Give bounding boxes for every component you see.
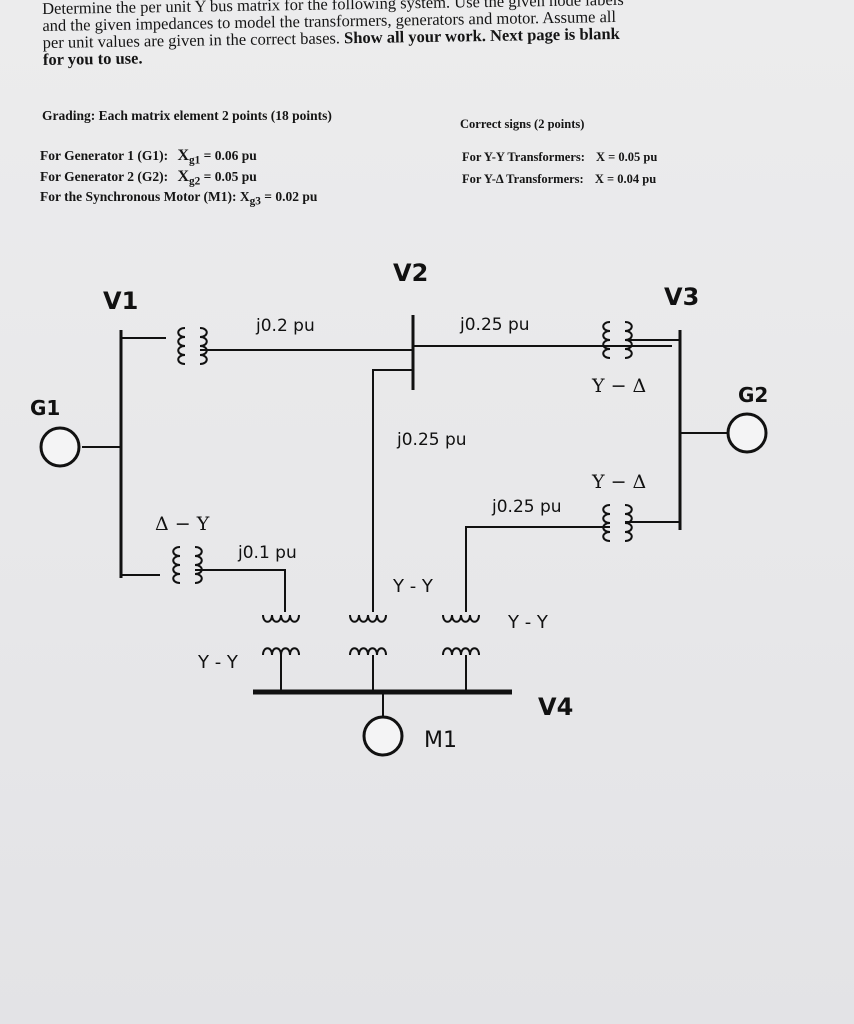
given-g1-sub: g1 xyxy=(189,154,201,167)
transformer-t3-type: Y − Δ xyxy=(591,375,646,397)
given-g1-label: For Generator 1 (G1): xyxy=(40,148,169,163)
transformer-t7-type: Y - Y xyxy=(507,612,549,633)
machine-label-m1: M1 xyxy=(424,728,457,753)
transformer-t5-coils-icon xyxy=(262,614,300,656)
transformer-t6-type: Y - Y xyxy=(392,576,434,597)
given-yd-value: X = 0.04 pu xyxy=(594,172,657,186)
given-m1-value: = 0.02 pu xyxy=(264,189,318,204)
transformer-t5-type: Y - Y xyxy=(197,652,239,673)
given-g2: For Generator 2 (G2): Xg2 = 0.05 pu xyxy=(40,168,257,188)
given-m1-label: For the Synchronous Motor (M1): X xyxy=(40,189,250,204)
node-label-v4: V4 xyxy=(538,693,573,721)
machine-label-g2: G2 xyxy=(738,383,768,407)
given-m1-sub: g3 xyxy=(249,195,261,208)
impedance-v1-v2: j0.2 pu xyxy=(255,316,315,336)
given-yd: For Y-Δ Transformers: X = 0.04 pu xyxy=(462,172,656,187)
line-v3-v4 xyxy=(465,526,610,612)
grading-signs: Correct signs (2 points) xyxy=(460,117,585,131)
given-g2-label: For Generator 2 (G2): xyxy=(40,169,169,184)
impedance-v3-v4: j0.25 pu xyxy=(491,497,562,517)
node-label-v2: V2 xyxy=(393,259,428,287)
grading-points: Grading: Each matrix element 2 points (1… xyxy=(42,108,332,123)
given-yy-label: For Y-Y Transformers: xyxy=(462,150,585,164)
generator-g2-icon xyxy=(726,412,768,454)
transformer-t6-coils-icon xyxy=(349,614,387,656)
transformer-t7-coils-icon xyxy=(442,614,480,656)
given-yy: For Y-Y Transformers: X = 0.05 pu xyxy=(462,150,657,165)
line-v2-v4 xyxy=(372,369,413,612)
given-yd-label: For Y-Δ Transformers: xyxy=(462,172,584,186)
line-v1-v4 xyxy=(195,569,286,612)
given-g2-var: X xyxy=(177,168,190,185)
machine-label-g1: G1 xyxy=(30,396,60,420)
impedance-v2-v4: j0.25 pu xyxy=(396,430,467,450)
given-g1: For Generator 1 (G1): Xg1 = 0.06 pu xyxy=(40,147,257,167)
given-yy-value: X = 0.05 pu xyxy=(596,150,658,164)
transformer-t1-coils-icon xyxy=(177,327,208,365)
generator-g1-icon xyxy=(39,426,81,468)
given-m1: For the Synchronous Motor (M1): Xg3 = 0.… xyxy=(40,189,317,208)
impedance-v2-v3: j0.25 pu xyxy=(459,315,530,335)
given-g1-var: X xyxy=(177,147,190,164)
given-g1-value: = 0.06 pu xyxy=(203,148,257,163)
node-label-v3: V3 xyxy=(664,283,699,311)
transformer-t2-coils-icon xyxy=(172,546,203,584)
given-g2-sub: g2 xyxy=(189,175,201,188)
impedance-v1-v4: j0.1 pu xyxy=(237,543,297,563)
motor-m1-icon xyxy=(362,715,404,757)
given-g2-value: = 0.05 pu xyxy=(203,169,257,184)
transformer-t2-type: Δ − Y xyxy=(155,513,210,535)
node-label-v1: V1 xyxy=(103,287,138,315)
transformer-t4-type: Y − Δ xyxy=(591,471,646,493)
